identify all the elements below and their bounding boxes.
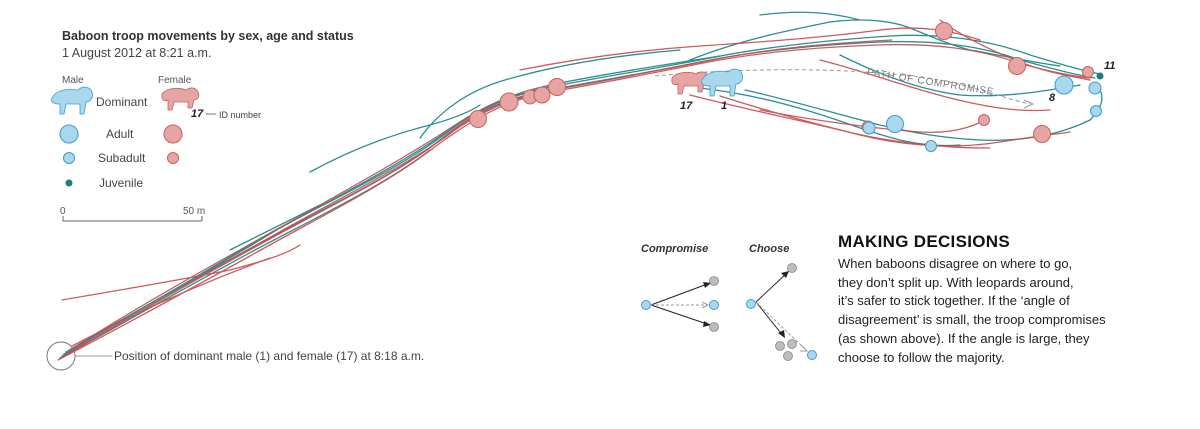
legend-dominant-male-icon	[51, 86, 93, 115]
map-id-17: 17	[680, 100, 693, 112]
legend-juvenile-dot	[65, 179, 73, 187]
compromise-diagram-title: Compromise	[641, 243, 709, 255]
legend-subadult-female-circle	[167, 152, 179, 164]
making-decisions-body: When baboons disagree on where to go, th…	[838, 255, 1158, 367]
body-line: it’s safer to stick together. If the ‘an…	[838, 293, 1070, 309]
legend-male-heading: Male	[62, 75, 84, 86]
legend-subadult-male-circle	[63, 152, 75, 164]
body-line: they don’t split up. With leopards aroun…	[838, 274, 1074, 290]
legend-adult-male-circle	[59, 124, 79, 144]
legend-juvenile-label: Juvenile	[99, 176, 144, 190]
scale-end-label: 50 m	[183, 206, 206, 217]
start-position-annotation: Position of dominant male (1) and female…	[114, 349, 425, 363]
making-decisions-heading: MAKING DECISIONS	[838, 232, 1010, 251]
map-id-11: 11	[1104, 60, 1116, 72]
scale-start-label: 0	[60, 206, 66, 217]
legend-adult-female-circle	[163, 124, 183, 144]
start-position-marker	[46, 341, 112, 371]
chart-subtitle: 1 August 2012 at 8:21 a.m.	[62, 46, 212, 60]
legend-id-example: 17	[191, 108, 204, 120]
body-line: When baboons disagree on where to go,	[838, 256, 1073, 271]
legend-subadult-label: Subadult	[98, 151, 146, 165]
body-line: choose to follow the majority.	[838, 349, 1005, 365]
body-line: disagreement’ is small, the troop compro…	[838, 312, 1106, 328]
male-markers	[862, 75, 1102, 152]
choose-diagram	[746, 263, 817, 361]
compromise-diagram	[641, 276, 719, 332]
legend-dominant-female-icon	[161, 87, 200, 111]
map-id-1: 1	[721, 100, 728, 112]
map-id-8: 8	[1049, 92, 1056, 104]
chart-title: Baboon troop movements by sex, age and s…	[62, 29, 354, 43]
legend-dominant-label: Dominant	[96, 95, 148, 109]
legend-id-label: ID number	[219, 110, 262, 120]
choose-diagram-title: Choose	[749, 243, 790, 255]
legend-female-heading: Female	[158, 75, 192, 86]
body-line: (as shown above). If the angle is large,…	[838, 330, 1090, 346]
dominant-male-baboon-icon	[701, 68, 743, 97]
legend-adult-label: Adult	[106, 127, 134, 141]
juvenile-marker-11	[1096, 72, 1104, 80]
scale-bar	[62, 216, 203, 222]
movement-tracks	[57, 11, 1103, 361]
